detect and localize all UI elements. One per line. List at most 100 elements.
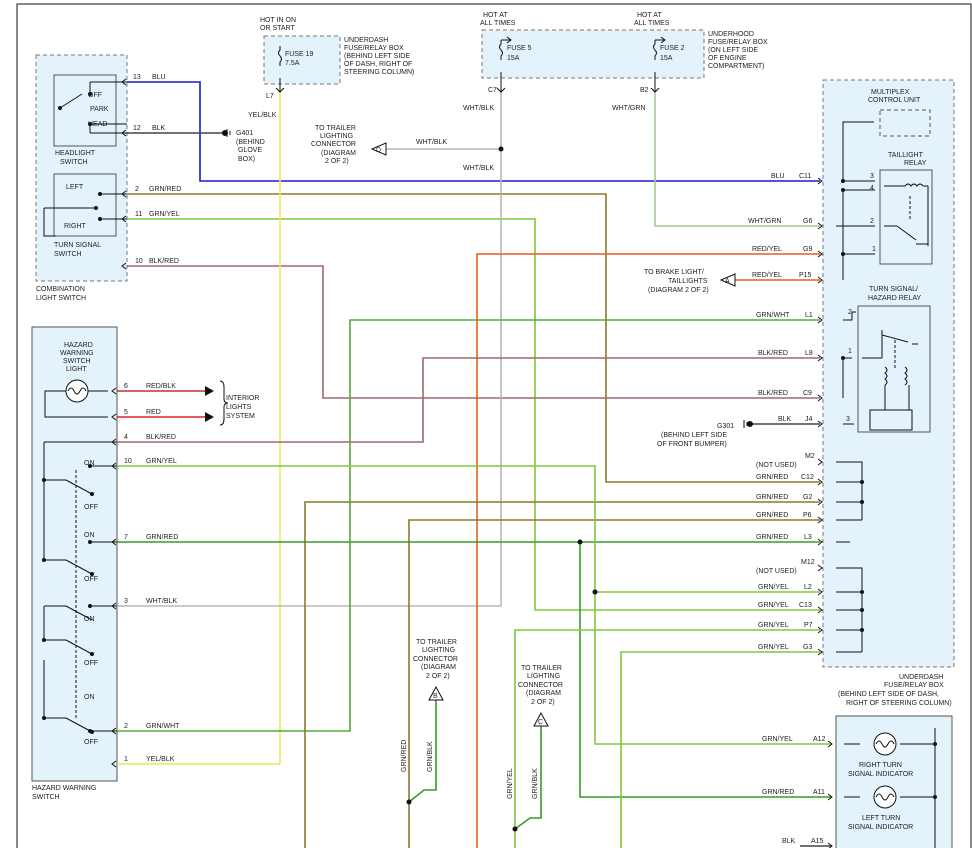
- label: GRN/RED: [146, 534, 178, 541]
- label: GRN/YEL: [758, 584, 789, 591]
- label: G9: [803, 246, 812, 253]
- wire-grn-red-a11: [579, 542, 832, 798]
- label: L1: [805, 312, 813, 319]
- label: TAILLIGHT: [888, 152, 924, 159]
- label: (DIAGRAM 2 OF 2): [648, 287, 709, 294]
- wire-grn-red-g2: [304, 501, 820, 848]
- turn-signal-switch-box: [53, 173, 117, 237]
- label: GRN/YEL: [146, 458, 177, 465]
- label: G6: [803, 218, 812, 225]
- wire-group: [117, 81, 832, 848]
- label: RED/BLK: [146, 383, 176, 390]
- connector-a-triangle: [719, 273, 736, 287]
- label: GRN/BLK: [532, 768, 539, 799]
- label: 7: [124, 534, 128, 541]
- combo-switch-internals: [43, 81, 127, 237]
- label: CONNECTOR: [518, 682, 563, 689]
- label: 3: [846, 416, 850, 423]
- label: FUSE/RELAY BOX: [708, 39, 768, 46]
- label: GRN/RED: [149, 186, 181, 193]
- label: UNDERDASH: [899, 674, 943, 681]
- label: GRN/WHT: [146, 723, 180, 730]
- label: TO TRAILER: [521, 665, 562, 672]
- label: L8: [805, 350, 813, 357]
- label: RIGHT: [64, 223, 87, 230]
- label: (ON LEFT SIDE: [708, 47, 758, 54]
- label: SIGNAL INDICATOR: [848, 771, 913, 778]
- underhood-fuse-box: [481, 29, 705, 79]
- label: TO TRAILER: [315, 125, 356, 132]
- headlight-switch-box: [53, 74, 117, 147]
- label: LIGHTING: [527, 673, 560, 680]
- wire-wht-blk-main: [117, 92, 502, 607]
- label: GRN/YEL: [149, 211, 180, 218]
- label: HAZARD: [64, 342, 93, 349]
- connector-b-triangle: [428, 685, 444, 701]
- label: GRN/RED: [401, 740, 408, 772]
- label: GRN/RED: [756, 512, 788, 519]
- hazard-switch-light-lamp: [44, 379, 108, 418]
- right-box-bus: [836, 121, 936, 848]
- label: 1: [872, 246, 876, 253]
- label: RELAY: [904, 160, 927, 167]
- label: ON: [84, 460, 95, 467]
- label: ON: [84, 532, 95, 539]
- label: COMPARTMENT): [708, 63, 765, 70]
- wire-grn-yel-g3: [620, 651, 820, 848]
- label: C12: [801, 474, 814, 481]
- label: RED/YEL: [752, 272, 782, 279]
- fuse2-rating: 15A: [660, 55, 673, 62]
- label: 4: [124, 434, 128, 441]
- label: 1: [848, 348, 852, 355]
- label: 3: [124, 598, 128, 605]
- label: OR START: [260, 25, 295, 32]
- label: BLU: [152, 74, 166, 81]
- label: C11: [799, 173, 811, 180]
- label: OFF: [84, 660, 98, 667]
- label: 1: [124, 756, 128, 763]
- label: HAZARD RELAY: [868, 295, 921, 302]
- label: TO TRAILER: [416, 639, 457, 646]
- wire-tap-b: [408, 700, 437, 803]
- wire-blu: [127, 81, 820, 182]
- label: LIGHT SWITCH: [36, 295, 86, 302]
- label: WHT/BLK: [146, 598, 177, 605]
- label: BLK/RED: [758, 350, 788, 357]
- label: PARK: [90, 106, 109, 113]
- connector-d-triangle: [370, 142, 387, 156]
- label: GRN/YEL: [507, 768, 514, 799]
- label: A15: [811, 838, 824, 845]
- label: HEAD: [88, 121, 107, 128]
- label: LEFT TURN: [862, 815, 900, 822]
- label: BLK/RED: [146, 434, 176, 441]
- label: HOT AT: [637, 12, 662, 19]
- label: (BEHIND LEFT SIDE: [661, 432, 727, 439]
- fuse19-label: FUSE 19: [285, 51, 314, 58]
- wire-yel-blk: [117, 92, 281, 765]
- wire-blk-red-l8: [117, 357, 820, 443]
- interior-arrow-2: [205, 412, 214, 422]
- label: ON: [84, 616, 95, 623]
- label: GLOVE: [238, 147, 262, 154]
- label: HEADLIGHT: [55, 150, 96, 157]
- label: TURN SIGNAL/: [869, 286, 918, 293]
- label: FUSE/RELAY BOX: [344, 45, 404, 52]
- label: TURN SIGNAL: [54, 242, 101, 249]
- label: GRN/RED: [756, 494, 788, 501]
- wire-wht-grn: [654, 92, 820, 227]
- label: TO BRAKE LIGHT/: [644, 269, 704, 276]
- label: RED: [146, 409, 161, 416]
- label: GRN/RED: [756, 474, 788, 481]
- label: LIGHT: [66, 366, 87, 373]
- label: 2 OF 2): [531, 699, 555, 706]
- wire-grn-yel-pin10: [117, 465, 832, 745]
- label: GRN/BLK: [427, 741, 434, 772]
- label: ON: [84, 694, 95, 701]
- label: C13: [799, 602, 812, 609]
- label: G2: [803, 494, 812, 501]
- label: 2: [124, 723, 128, 730]
- label: B: [433, 693, 438, 700]
- label: (DIAGRAM: [421, 664, 456, 671]
- label: C: [538, 719, 543, 726]
